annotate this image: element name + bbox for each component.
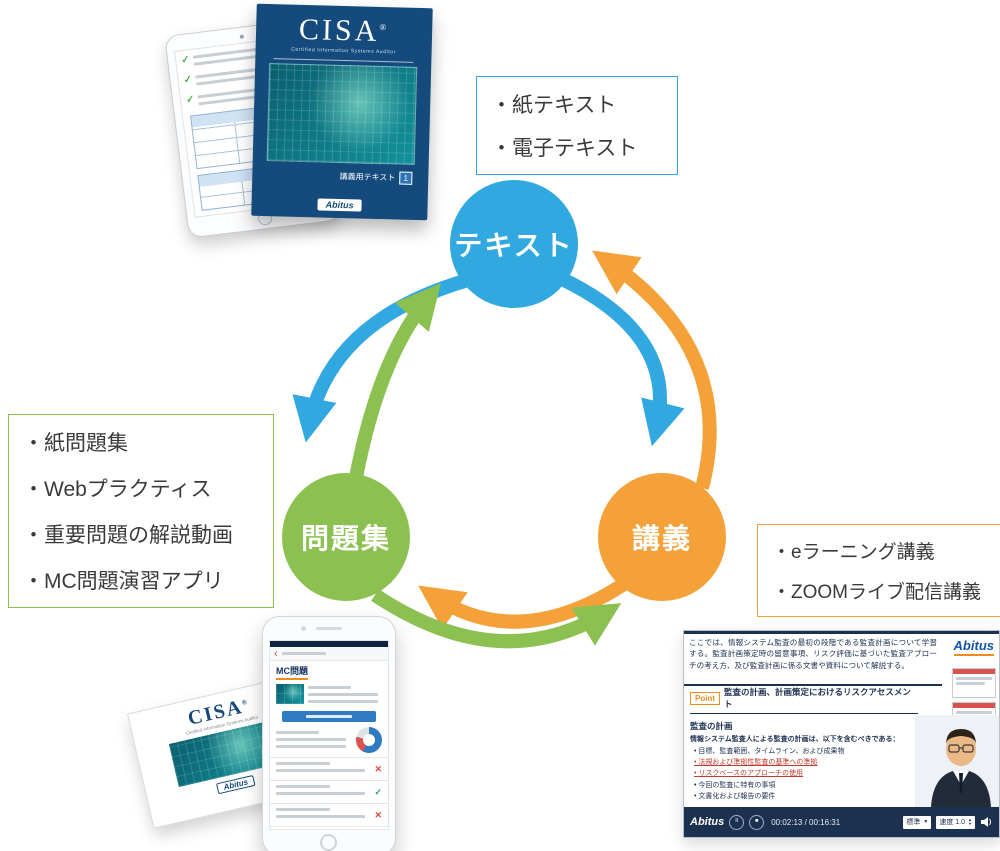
check-icon: ✓ [183, 74, 193, 87]
check-icon: ✓ [180, 54, 191, 67]
stop-icon: ■ [755, 818, 759, 825]
slide-bullet: 法規および準拠性監査の基準への準拠 [694, 757, 918, 768]
callout-line: ・ZOOMライブ配信講義 [772, 582, 981, 603]
pause-icon: II [735, 818, 739, 825]
tablet-camera-dot [239, 34, 245, 39]
callout-line: ・紙テキスト [491, 94, 617, 117]
book-title: CISA® [298, 12, 390, 48]
slide-thumbnail[interactable] [952, 668, 996, 698]
correct-icon: ✓ [374, 786, 382, 797]
arrow-problems-to-lecture [371, 589, 622, 649]
placeholder-text-lines [956, 711, 992, 714]
placeholder-text-lines [276, 762, 369, 776]
player-control-bar: Abitus II ■ 00:02:13 / 00:16:31 標準 ▼ 速度 … [684, 807, 999, 837]
slide-intro-line: 情報システム監査人による監査の計画は、以下を含むべきである： [690, 736, 900, 743]
back-chevron-icon[interactable]: ‹ [274, 647, 278, 660]
placeholder-text-lines [956, 677, 992, 680]
list-item[interactable]: ✕ [270, 804, 388, 827]
incorrect-icon: ✕ [374, 809, 382, 820]
app-title: MC問題 [276, 664, 308, 680]
stop-button[interactable]: ■ [749, 814, 765, 830]
node-text: テキスト [450, 180, 578, 308]
book-volume-label: 講義用テキスト [339, 171, 396, 183]
phone-status-bar [270, 641, 388, 647]
callout-line: ・eラーニング講義 [772, 542, 935, 563]
pause-button[interactable]: II [729, 814, 745, 830]
phone-camera-dot [301, 626, 306, 631]
cisa-textbook-cover: CISA® Certified Information Systems Audi… [251, 3, 433, 221]
slide-bullet: 目標、監査範囲、タイムライン、および成果物 [694, 746, 918, 757]
lecture-slide: Point 監査の計画、計画策定におけるリスクアセスメント 監査の計画 情報シス… [690, 686, 918, 802]
instructor-video-feed [915, 715, 999, 807]
abitus-logo: Abitus [690, 816, 725, 828]
smartphone-mockup: ‹ MC問題 ✕ ✓ [262, 616, 396, 851]
node-problems: 問題集 [282, 473, 410, 601]
progress-donut-chart [356, 727, 382, 753]
slide-bullet: 今回の監査に特有の事項 [694, 780, 918, 791]
spin-down-icon[interactable]: ▼ [968, 821, 972, 826]
node-problems-label: 問題集 [300, 523, 391, 554]
arrow-lecture-to-text [592, 250, 717, 490]
callout-problem-materials: ・紙問題集 ・Webプラクティス ・重要問題の解説動画 ・MC問題演習アプリ [8, 414, 274, 608]
course-thumbnail [276, 684, 304, 704]
arrow-text-to-problems [292, 273, 470, 443]
elearning-video-player: ここでは、情報システム監査の最初の段階である監査計画について学習する。監査計画策… [683, 630, 1000, 838]
callout-line: ・MC問題演習アプリ [23, 570, 224, 593]
node-text-label: テキスト [454, 230, 574, 261]
abitus-logo: Abitus [215, 774, 256, 795]
slide-point-title: 監査の計画、計画策定におけるリスクアセスメント [724, 687, 911, 709]
incorrect-icon: ✕ [374, 763, 382, 774]
node-lecture: 講義 [598, 473, 726, 601]
spin-up-icon[interactable]: ▲ [968, 817, 972, 822]
speed-stepper[interactable]: 速度 1.0 ▲ ▼ [936, 815, 975, 829]
callout-line: ・電子テキスト [491, 137, 638, 160]
circuit-board-photo [266, 63, 418, 165]
phone-home-button [320, 834, 337, 851]
abitus-logo: Abitus [954, 638, 994, 656]
app-nav-bar: ‹ [270, 647, 388, 661]
phone-speaker [316, 627, 342, 630]
check-icon: ✓ [185, 93, 196, 106]
question-list: ✕ ✓ ✕ [270, 757, 388, 827]
chevron-down-icon: ▼ [923, 819, 929, 825]
callout-lecture-materials: ・eラーニング講義 ・ZOOMライブ配信講義 [757, 524, 1000, 617]
speed-value: 速度 1.0 [939, 819, 966, 826]
node-lecture-label: 講義 [631, 523, 692, 554]
placeholder-text-lines [276, 729, 350, 752]
placeholder-text-lines [956, 682, 986, 685]
list-item[interactable]: ✕ [270, 758, 388, 781]
video-frame: ここでは、情報システム監査の最初の段階である監査計画について学習する。監査計画策… [684, 631, 999, 807]
abitus-logo: Abitus [317, 198, 362, 212]
placeholder-text-lines [276, 785, 369, 799]
arrow-problems-to-text [345, 283, 441, 502]
volume-icon[interactable] [980, 816, 993, 828]
slide-bullet: 文書化および報告の要件 [694, 791, 918, 802]
placeholder-text-lines [276, 808, 369, 822]
callout-line: ・Webプラクティス [23, 478, 212, 501]
playback-time: 00:02:13 / 00:16:31 [771, 817, 841, 827]
slide-bullet: リスクベースのアプローチの使用 [694, 768, 918, 779]
start-quiz-button[interactable] [282, 711, 376, 722]
placeholder-nav-title [281, 652, 326, 655]
callout-line: ・重要問題の解説動画 [23, 524, 233, 547]
quality-value: 標準 [906, 819, 921, 826]
slide-section-heading: 監査の計画 [690, 721, 733, 731]
point-badge: Point [690, 691, 720, 705]
lesson-intro-text: ここでは、情報システム監査の最初の段階である監査計画について学習する。監査計画策… [684, 634, 942, 686]
callout-text-materials: ・紙テキスト ・電子テキスト [476, 76, 678, 175]
divider [273, 58, 414, 63]
arrow-text-to-lecture [556, 271, 685, 447]
slide-bullet-list: 目標、監査範囲、タイムライン、および成果物 法規および準拠性監査の基準への準拠 … [694, 746, 918, 802]
list-item[interactable]: ✓ [270, 781, 388, 804]
placeholder-button-label [306, 715, 352, 718]
quality-dropdown[interactable]: 標準 ▼ [903, 815, 932, 829]
callout-line: ・紙問題集 [23, 432, 128, 455]
arrow-lecture-to-problems [418, 574, 634, 630]
book-volume-number: 1 [399, 171, 413, 185]
placeholder-text-lines [308, 684, 382, 707]
phone-screen: ‹ MC問題 ✕ ✓ [269, 640, 389, 830]
